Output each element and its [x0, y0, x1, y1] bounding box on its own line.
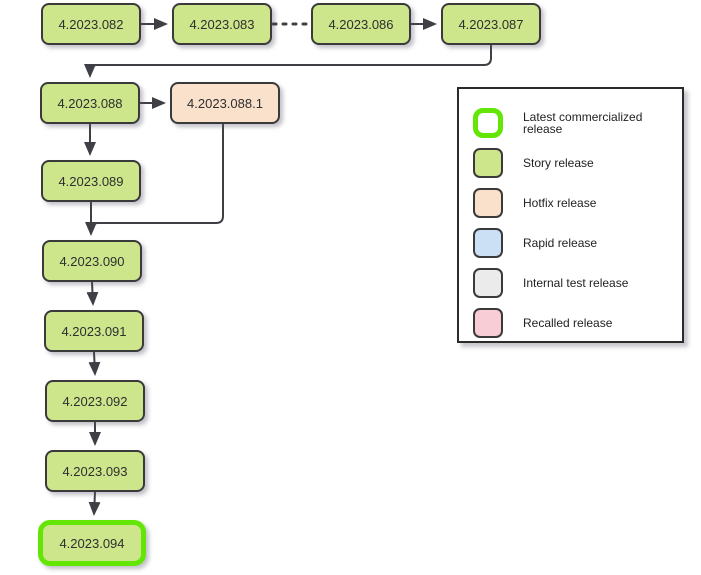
- release-node-4.2023.087[interactable]: 4.2023.087: [441, 3, 541, 45]
- legend-label-hotfix: Hotfix release: [523, 196, 597, 210]
- release-node-4.2023.082[interactable]: 4.2023.082: [41, 3, 141, 45]
- release-node-label: 4.2023.092: [62, 393, 128, 409]
- release-node-label: 4.2023.091: [61, 323, 127, 339]
- legend-swatch-rapid-icon: [473, 228, 503, 258]
- edge-093-to-094: [88, 491, 101, 516]
- legend-item-recalled: Recalled release: [459, 303, 682, 343]
- legend-swatch-hotfix-icon: [473, 188, 503, 218]
- edge-087-to-088: [84, 45, 492, 78]
- release-node-4.2023.093[interactable]: 4.2023.093: [45, 450, 145, 492]
- legend-swatch-latest-icon: [473, 108, 503, 138]
- release-node-label: 4.2023.087: [458, 16, 524, 32]
- release-node-4.2023.089[interactable]: 4.2023.089: [41, 160, 141, 202]
- release-node-4.2023.088.1[interactable]: 4.2023.088.1: [170, 82, 280, 124]
- legend-label-story: Story release: [523, 156, 594, 170]
- release-node-4.2023.094-latest[interactable]: 4.2023.094: [38, 520, 146, 566]
- release-node-4.2023.086[interactable]: 4.2023.086: [311, 3, 411, 45]
- legend-item-story: Story release: [459, 143, 682, 183]
- legend-panel: Latest commercialized release Story rele…: [457, 87, 684, 343]
- legend-swatch-recalled-icon: [473, 308, 503, 338]
- legend-item-internal: Internal test release: [459, 263, 682, 303]
- legend-label-internal: Internal test release: [523, 276, 629, 290]
- legend-item-rapid: Rapid release: [459, 223, 682, 263]
- edge-091-to-092: [88, 351, 101, 376]
- release-node-4.2023.090[interactable]: 4.2023.090: [42, 240, 142, 282]
- release-node-label: 4.2023.082: [58, 16, 124, 32]
- release-node-label: 4.2023.086: [328, 16, 394, 32]
- legend-swatch-story-icon: [473, 148, 503, 178]
- legend-item-hotfix: Hotfix release: [459, 183, 682, 223]
- release-node-label: 4.2023.094: [59, 535, 125, 551]
- release-node-label: 4.2023.088.1: [187, 95, 263, 111]
- legend-label-rapid: Rapid release: [523, 236, 598, 250]
- release-node-label: 4.2023.088: [57, 95, 123, 111]
- legend-label-latest: Latest commercialized release: [523, 110, 643, 136]
- legend-label-recalled: Recalled release: [523, 316, 613, 330]
- release-node-4.2023.092[interactable]: 4.2023.092: [45, 380, 145, 422]
- release-node-label: 4.2023.089: [58, 173, 124, 189]
- legend-swatch-internal-icon: [473, 268, 503, 298]
- release-node-label: 4.2023.090: [59, 253, 125, 269]
- release-node-4.2023.091[interactable]: 4.2023.091: [44, 310, 144, 352]
- edge-090-to-091: [86, 281, 99, 306]
- legend-item-latest: Latest commercialized release: [459, 103, 682, 143]
- release-node-label: 4.2023.083: [189, 16, 255, 32]
- release-node-4.2023.083[interactable]: 4.2023.083: [172, 3, 272, 45]
- release-node-label: 4.2023.093: [62, 463, 128, 479]
- release-node-4.2023.088[interactable]: 4.2023.088: [40, 82, 140, 124]
